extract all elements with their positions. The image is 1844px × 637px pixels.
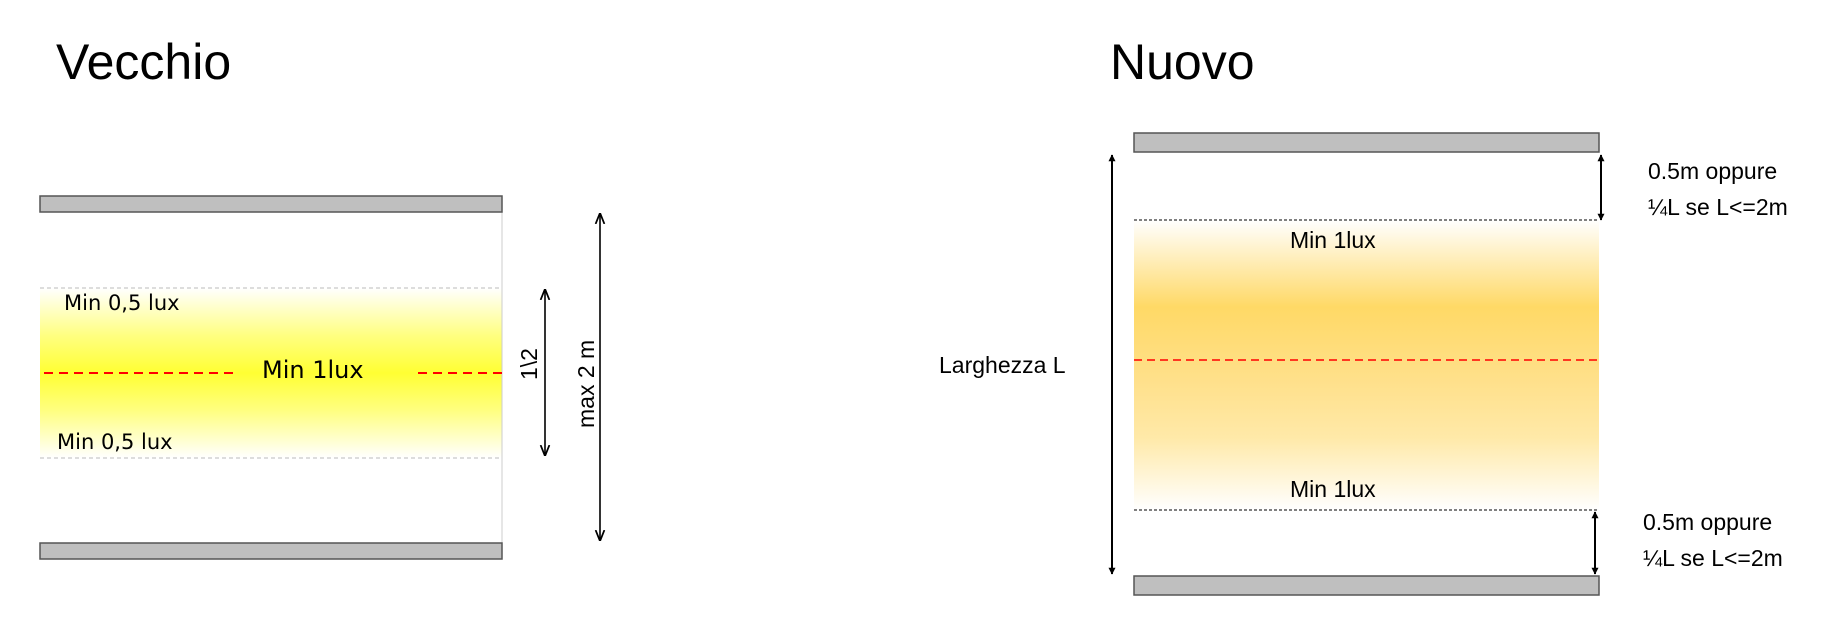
new-title: Nuovo [1110,34,1255,90]
old-min-bottom-label: Min 0,5 lux [57,430,173,454]
old-max-label: max 2 m [573,340,599,428]
old-wall-bottom [39,542,503,560]
new-width-label: Larghezza L [939,352,1066,378]
old-min-top-label: Min 0,5 lux [64,291,180,315]
old-title: Vecchio [56,34,232,90]
new-light-band [1134,220,1599,510]
new-min-bottom-label: Min 1lux [1290,476,1376,502]
new-offset-bottom-line2: ¼L se L<=2m [1643,545,1783,571]
new-offset-top-line2: ¼L se L<=2m [1648,194,1788,220]
new-offset-bottom-line1: 0.5m oppure [1643,509,1773,535]
new-min-top-label: Min 1lux [1290,227,1376,253]
old-wall-top [39,195,503,213]
old-center-label: Min 1lux [262,356,364,384]
new-offset-top-line1: 0.5m oppure [1648,158,1778,184]
old-half-label: 1\2 [516,348,542,380]
new-wall-top [1133,132,1600,153]
new-wall-bottom [1133,575,1600,596]
